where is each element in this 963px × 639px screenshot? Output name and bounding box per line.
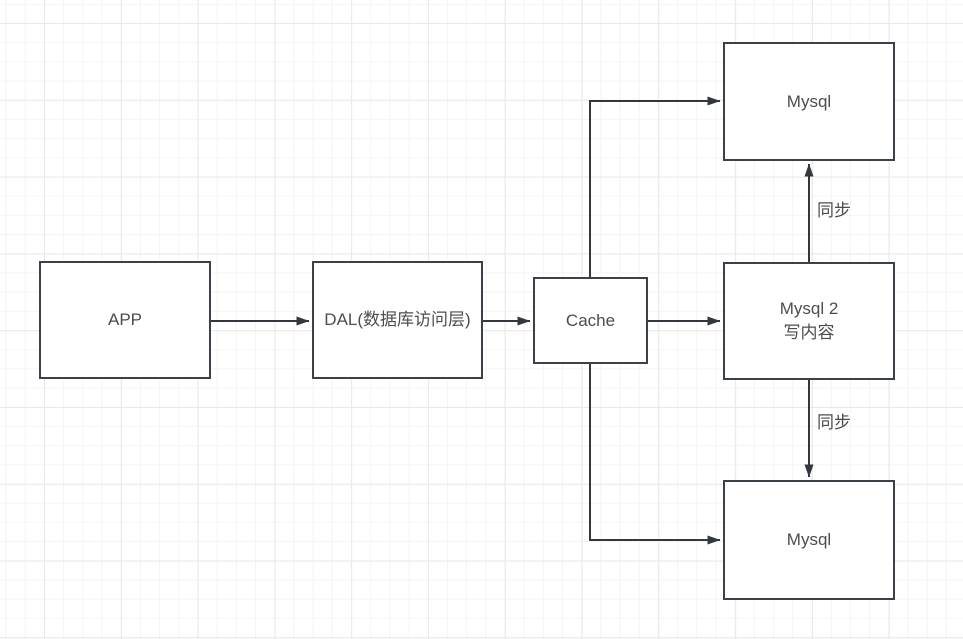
node-mysql-top[interactable]: Mysql <box>723 42 895 161</box>
node-dal-label: DAL(数据库访问层) <box>324 310 471 329</box>
node-mysql2[interactable]: Mysql 2 写内容 <box>723 262 895 380</box>
edge-label-sync-bottom[interactable]: 同步 <box>817 413 851 432</box>
node-app[interactable]: APP <box>39 261 211 379</box>
node-mysql-bottom-label: Mysql <box>786 530 832 549</box>
node-mysql2-sublabel: 写内容 <box>783 323 835 342</box>
node-cache[interactable]: Cache <box>533 277 648 364</box>
edge-cache-to-mysql-top[interactable] <box>589 96 721 277</box>
node-cache-label: Cache <box>565 310 616 330</box>
node-mysql2-label: Mysql 2 <box>779 299 839 318</box>
edge-label-sync-top[interactable]: 同步 <box>817 201 851 220</box>
node-mysql-bottom[interactable]: Mysql <box>723 480 895 600</box>
node-mysql-top-label: Mysql <box>786 91 832 111</box>
node-app-label: APP <box>107 310 143 329</box>
edge-cache-to-mysql-bottom[interactable] <box>589 364 721 545</box>
node-dal[interactable]: DAL(数据库访问层) <box>312 261 483 379</box>
